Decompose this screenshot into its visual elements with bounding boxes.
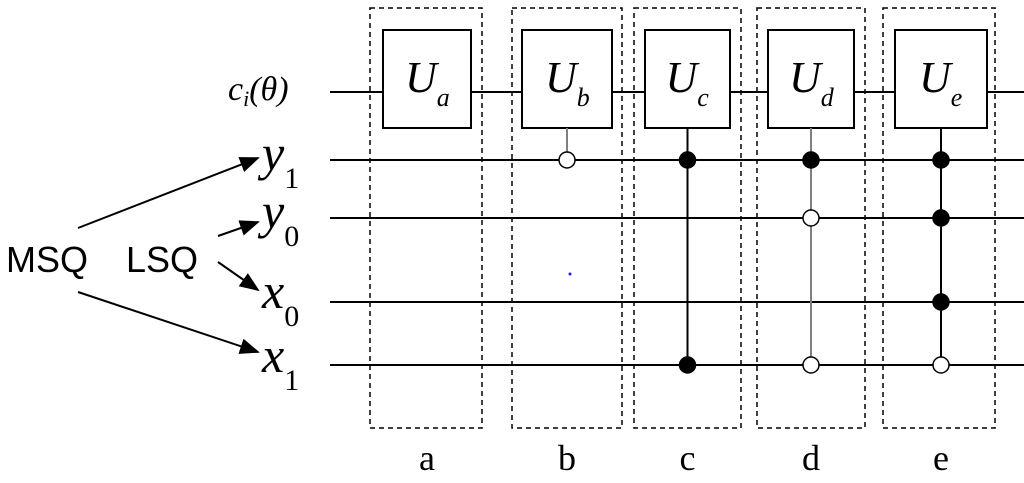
gate-group-label-d: d <box>802 438 820 478</box>
gate-label-b: Ub <box>545 53 590 112</box>
wire-label-y0: y0 <box>257 183 299 253</box>
gate-box-c <box>644 29 731 129</box>
msq-label: MSQ <box>6 239 88 280</box>
open-control-dot-d-y0 <box>802 209 820 227</box>
gate-group-box-b <box>511 7 623 429</box>
gate-b: Ub b <box>511 7 623 478</box>
gate-label-c: Uc <box>666 53 710 112</box>
gate-group-label-c: c <box>680 438 696 478</box>
open-control-dot-d-x1 <box>802 356 820 374</box>
gate-group-label-e: e <box>933 438 949 478</box>
wire-label-x1: x1 <box>261 327 299 397</box>
wire-label-x0: x0 <box>261 263 299 333</box>
arrow-lsq-to-y0 <box>217 220 260 237</box>
control-lines <box>558 128 950 374</box>
gate-group-box-a <box>369 7 483 429</box>
register-arrows <box>77 157 260 354</box>
wire-lines <box>330 91 1024 366</box>
filled-control-dot-e-y0 <box>932 209 950 227</box>
gate-group-label-a: a <box>419 438 435 478</box>
lsq-label: LSQ <box>126 239 198 280</box>
filled-control-dot-e-x0 <box>932 293 950 311</box>
arrow-lsq-to-x0 <box>217 261 260 292</box>
gate-label-e: Ue <box>919 53 962 112</box>
gate-group-label-b: b <box>558 438 576 478</box>
gate-group-box-e <box>882 7 996 429</box>
wire-label-y1: y1 <box>257 125 299 195</box>
gate-box-d <box>767 29 855 129</box>
filled-control-dot-c-x1 <box>678 356 697 374</box>
filled-control-dot-c-y1 <box>678 151 697 169</box>
arrow-msq-to-x1 <box>77 291 260 354</box>
gate-groups: Ua a Ub b Uc c Ud d Ue e <box>369 7 996 478</box>
gate-d: Ud d <box>756 7 866 478</box>
gate-a: Ua a <box>369 7 483 478</box>
arrow-msq-to-y1 <box>77 157 260 229</box>
gate-group-box-c <box>633 7 742 429</box>
gate-label-d: Ud <box>789 53 835 112</box>
open-control-dot-b-y1 <box>558 151 576 169</box>
gate-box-a <box>382 29 472 129</box>
gate-group-box-d <box>756 7 866 429</box>
filled-control-dot-e-y1 <box>932 151 950 169</box>
gate-c: Uc c <box>633 7 742 478</box>
gate-e: Ue e <box>882 7 996 478</box>
open-control-dot-e-x1 <box>932 356 950 374</box>
filled-control-dot-d-y1 <box>802 151 820 169</box>
wire-label-ci: ci(θ) <box>228 71 289 111</box>
stray-dot <box>568 272 572 276</box>
gate-box-e <box>894 29 988 129</box>
gate-label-a: Ua <box>405 53 450 112</box>
